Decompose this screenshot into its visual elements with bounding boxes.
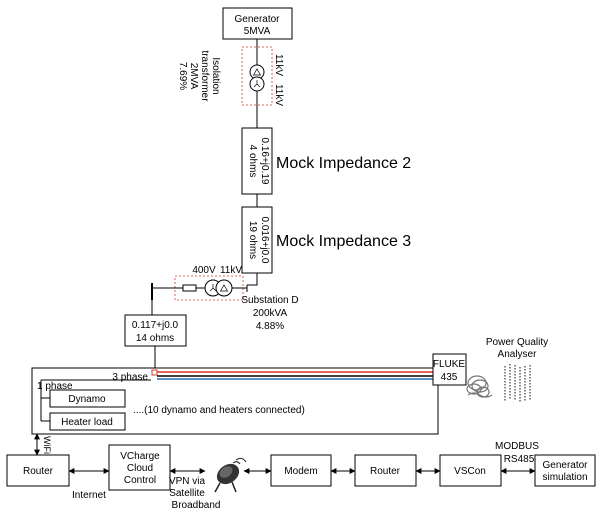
isolation-transformer-hv: 11kV	[273, 54, 284, 76]
internet-label: Internet	[72, 490, 106, 501]
modem-box	[270, 454, 332, 487]
heater-load-label: Heater load	[61, 417, 113, 428]
impedance-14-box	[124, 314, 187, 347]
generator-simulation-line2: simulation	[542, 472, 587, 483]
feeder-line-to-substation	[247, 273, 258, 286]
vscon-label: VSCon	[454, 466, 486, 477]
substation-transformer-icon	[204, 279, 233, 297]
satellite-dish-icon	[214, 457, 247, 493]
fluke-435-box	[432, 353, 467, 386]
isolation-transformer-line2: transformer	[199, 50, 210, 102]
vpn-line3: Broadband	[172, 500, 221, 511]
wifi-label: WiFi	[42, 436, 52, 454]
router-1-box	[6, 454, 70, 487]
vcharge-line1: VCharge	[120, 451, 160, 462]
load-panel-note: ....(10 dynamo and heaters connected)	[133, 405, 305, 416]
substation-name: Substation D	[241, 295, 298, 306]
vcharge-line3: Control	[124, 475, 156, 486]
impedance-2-label: Mock Impedance 2	[276, 155, 411, 172]
fluke-model: 435	[441, 372, 458, 383]
isolation-transformer-icon	[249, 64, 265, 92]
router-2-label: Router	[370, 466, 401, 477]
vcharge-line2: Cloud	[127, 463, 153, 474]
modbus-line1: MODBUS	[495, 441, 539, 452]
substation-lv-voltage: 400V	[192, 265, 216, 276]
generator-box	[222, 7, 293, 40]
impedance-3-value: 0.016+j0.0	[259, 217, 270, 264]
current-clamp-probes-icon	[466, 364, 531, 403]
impedance-14-value: 0.117+j0.0	[132, 320, 179, 331]
substation-impedance: 4.88%	[256, 321, 284, 332]
three-phase-label: 3 phase	[112, 372, 148, 383]
pqa-label-line1: Power Quality	[486, 337, 548, 348]
generator-simulation-line1: Generator	[542, 460, 588, 471]
dynamo-box	[49, 389, 126, 408]
generator-simulation-box	[534, 454, 596, 487]
router-2-box	[354, 454, 417, 487]
substation-rating: 200kVA	[253, 308, 288, 319]
isolation-transformer-rating: 2MVA	[188, 63, 199, 90]
impedance-3-box	[241, 206, 273, 274]
router-1-label: Router	[23, 466, 54, 477]
pqa-label-line2: Analyser	[498, 349, 538, 360]
isolation-transformer-lv: 11kV	[273, 84, 284, 106]
generator-label: Generator	[234, 14, 280, 25]
impedance-3-ohms: 19 ohms	[247, 221, 258, 259]
substation-hv-voltage: 11kV	[220, 265, 242, 276]
fuse-icon	[182, 284, 197, 292]
generator-rating: 5MVA	[244, 26, 271, 37]
impedance-2-value: 0.16+j0.19	[259, 138, 270, 185]
fluke-label: FLUKE	[433, 359, 466, 370]
vpn-line1: VPN via	[169, 476, 206, 487]
isolation-transformer-line1: Isolation	[210, 57, 221, 94]
impedance-2-box	[241, 127, 273, 195]
vpn-line2: Satellite	[169, 488, 205, 499]
modbus-line2: RS485	[504, 454, 535, 465]
vscon-box	[439, 454, 502, 487]
one-phase-label: 1 phase	[37, 381, 73, 392]
vcharge-box	[108, 444, 171, 491]
modem-label: Modem	[284, 466, 317, 477]
three-phase-node	[151, 369, 158, 376]
heater-load-box	[49, 412, 126, 431]
impedance-14-ohms: 14 ohms	[136, 333, 174, 344]
impedance-2-ohms: 4 ohms	[247, 145, 258, 178]
dynamo-label: Dynamo	[68, 394, 106, 405]
impedance-3-label: Mock Impedance 3	[276, 233, 411, 250]
isolation-transformer-impedance: 7.69%	[177, 62, 188, 90]
